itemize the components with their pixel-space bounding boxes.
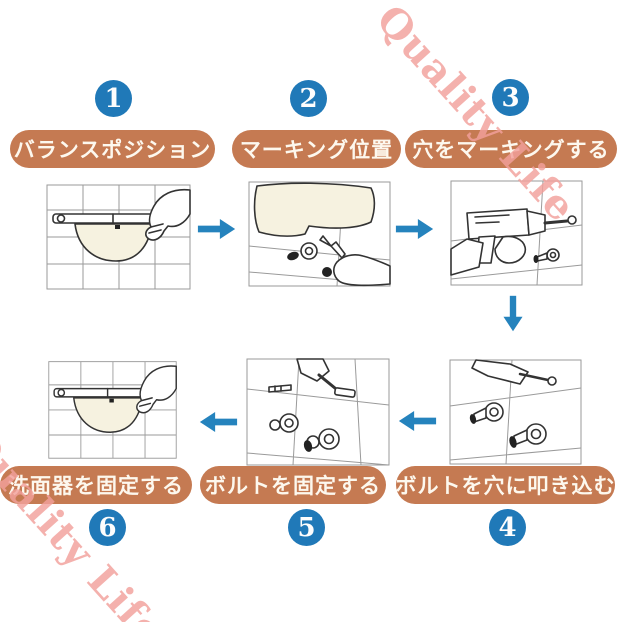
step-3-label: 穴をマーキングする: [405, 130, 617, 168]
step-2-label: マーキング位置: [232, 130, 401, 168]
left-arrow-icon: [197, 409, 239, 435]
step-6-illustration-fix-basin: [47, 357, 178, 461]
step-1-number: 1: [95, 80, 132, 117]
step-5-number: 5: [288, 509, 325, 546]
left-arrow-icon: [396, 408, 438, 434]
step-1-illustration-balance-position: [45, 180, 192, 292]
step-1-label: バランスポジション: [10, 130, 215, 168]
step-4-label: ボルトを穴に叩き込む: [396, 466, 615, 504]
step-2-number: 2: [290, 80, 327, 117]
step-2-illustration-marking-position: [247, 180, 392, 288]
right-arrow-icon: [394, 216, 436, 242]
step-3-illustration-drill-holes: [449, 179, 584, 287]
step-3-number: 3: [492, 79, 529, 116]
step-5-label: ボルトを固定する: [200, 466, 386, 504]
down-arrow-icon: [500, 294, 526, 334]
step-4-illustration-drive-bolts: [448, 358, 583, 466]
step-6-number: 6: [89, 509, 126, 546]
step-4-number: 4: [489, 509, 526, 546]
step-5-illustration-fasten-bolts: [245, 357, 391, 467]
right-arrow-icon: [196, 216, 238, 242]
step-6-label: 洗面器を固定する: [0, 466, 192, 504]
